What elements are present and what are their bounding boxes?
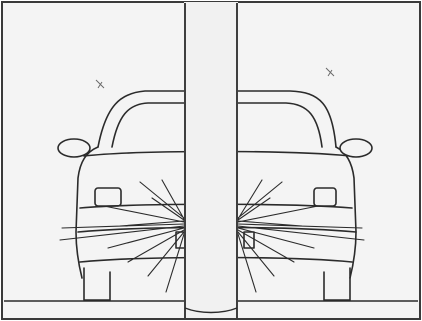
mirror-left: [58, 139, 90, 157]
mirror-right: [340, 139, 372, 157]
pole: [184, 2, 238, 318]
pole-body: [184, 2, 238, 318]
